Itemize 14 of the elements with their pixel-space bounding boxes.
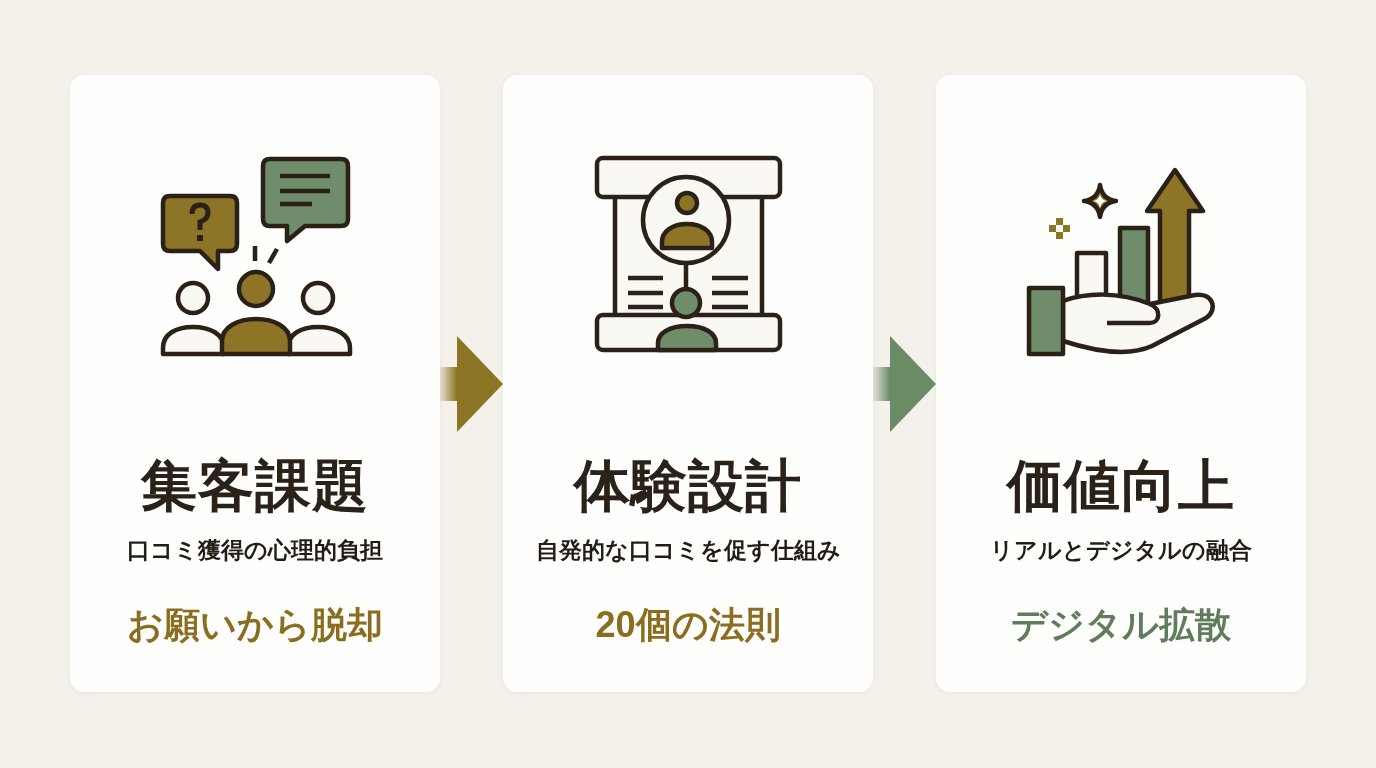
step-subtitle: 口コミ獲得の心理的負担 [127,536,383,566]
step-card [70,75,440,692]
step-subtitle: 自発的な口コミを促す仕組み [535,536,841,566]
arrow [440,336,503,432]
step-card [936,75,1306,692]
step-highlight: 20個の法則 [595,602,781,647]
step-subtitle: リアルとデジタルの融合 [990,536,1252,566]
step-title: 体験設計 [574,454,802,520]
step-title: 価値向上 [1007,454,1235,520]
step-highlight: デジタル拡散 [1011,602,1231,647]
step-title: 集客課題 [141,454,369,520]
step-card [503,75,873,692]
step-highlight: お願いから脱却 [127,602,383,647]
arrow [873,336,936,432]
